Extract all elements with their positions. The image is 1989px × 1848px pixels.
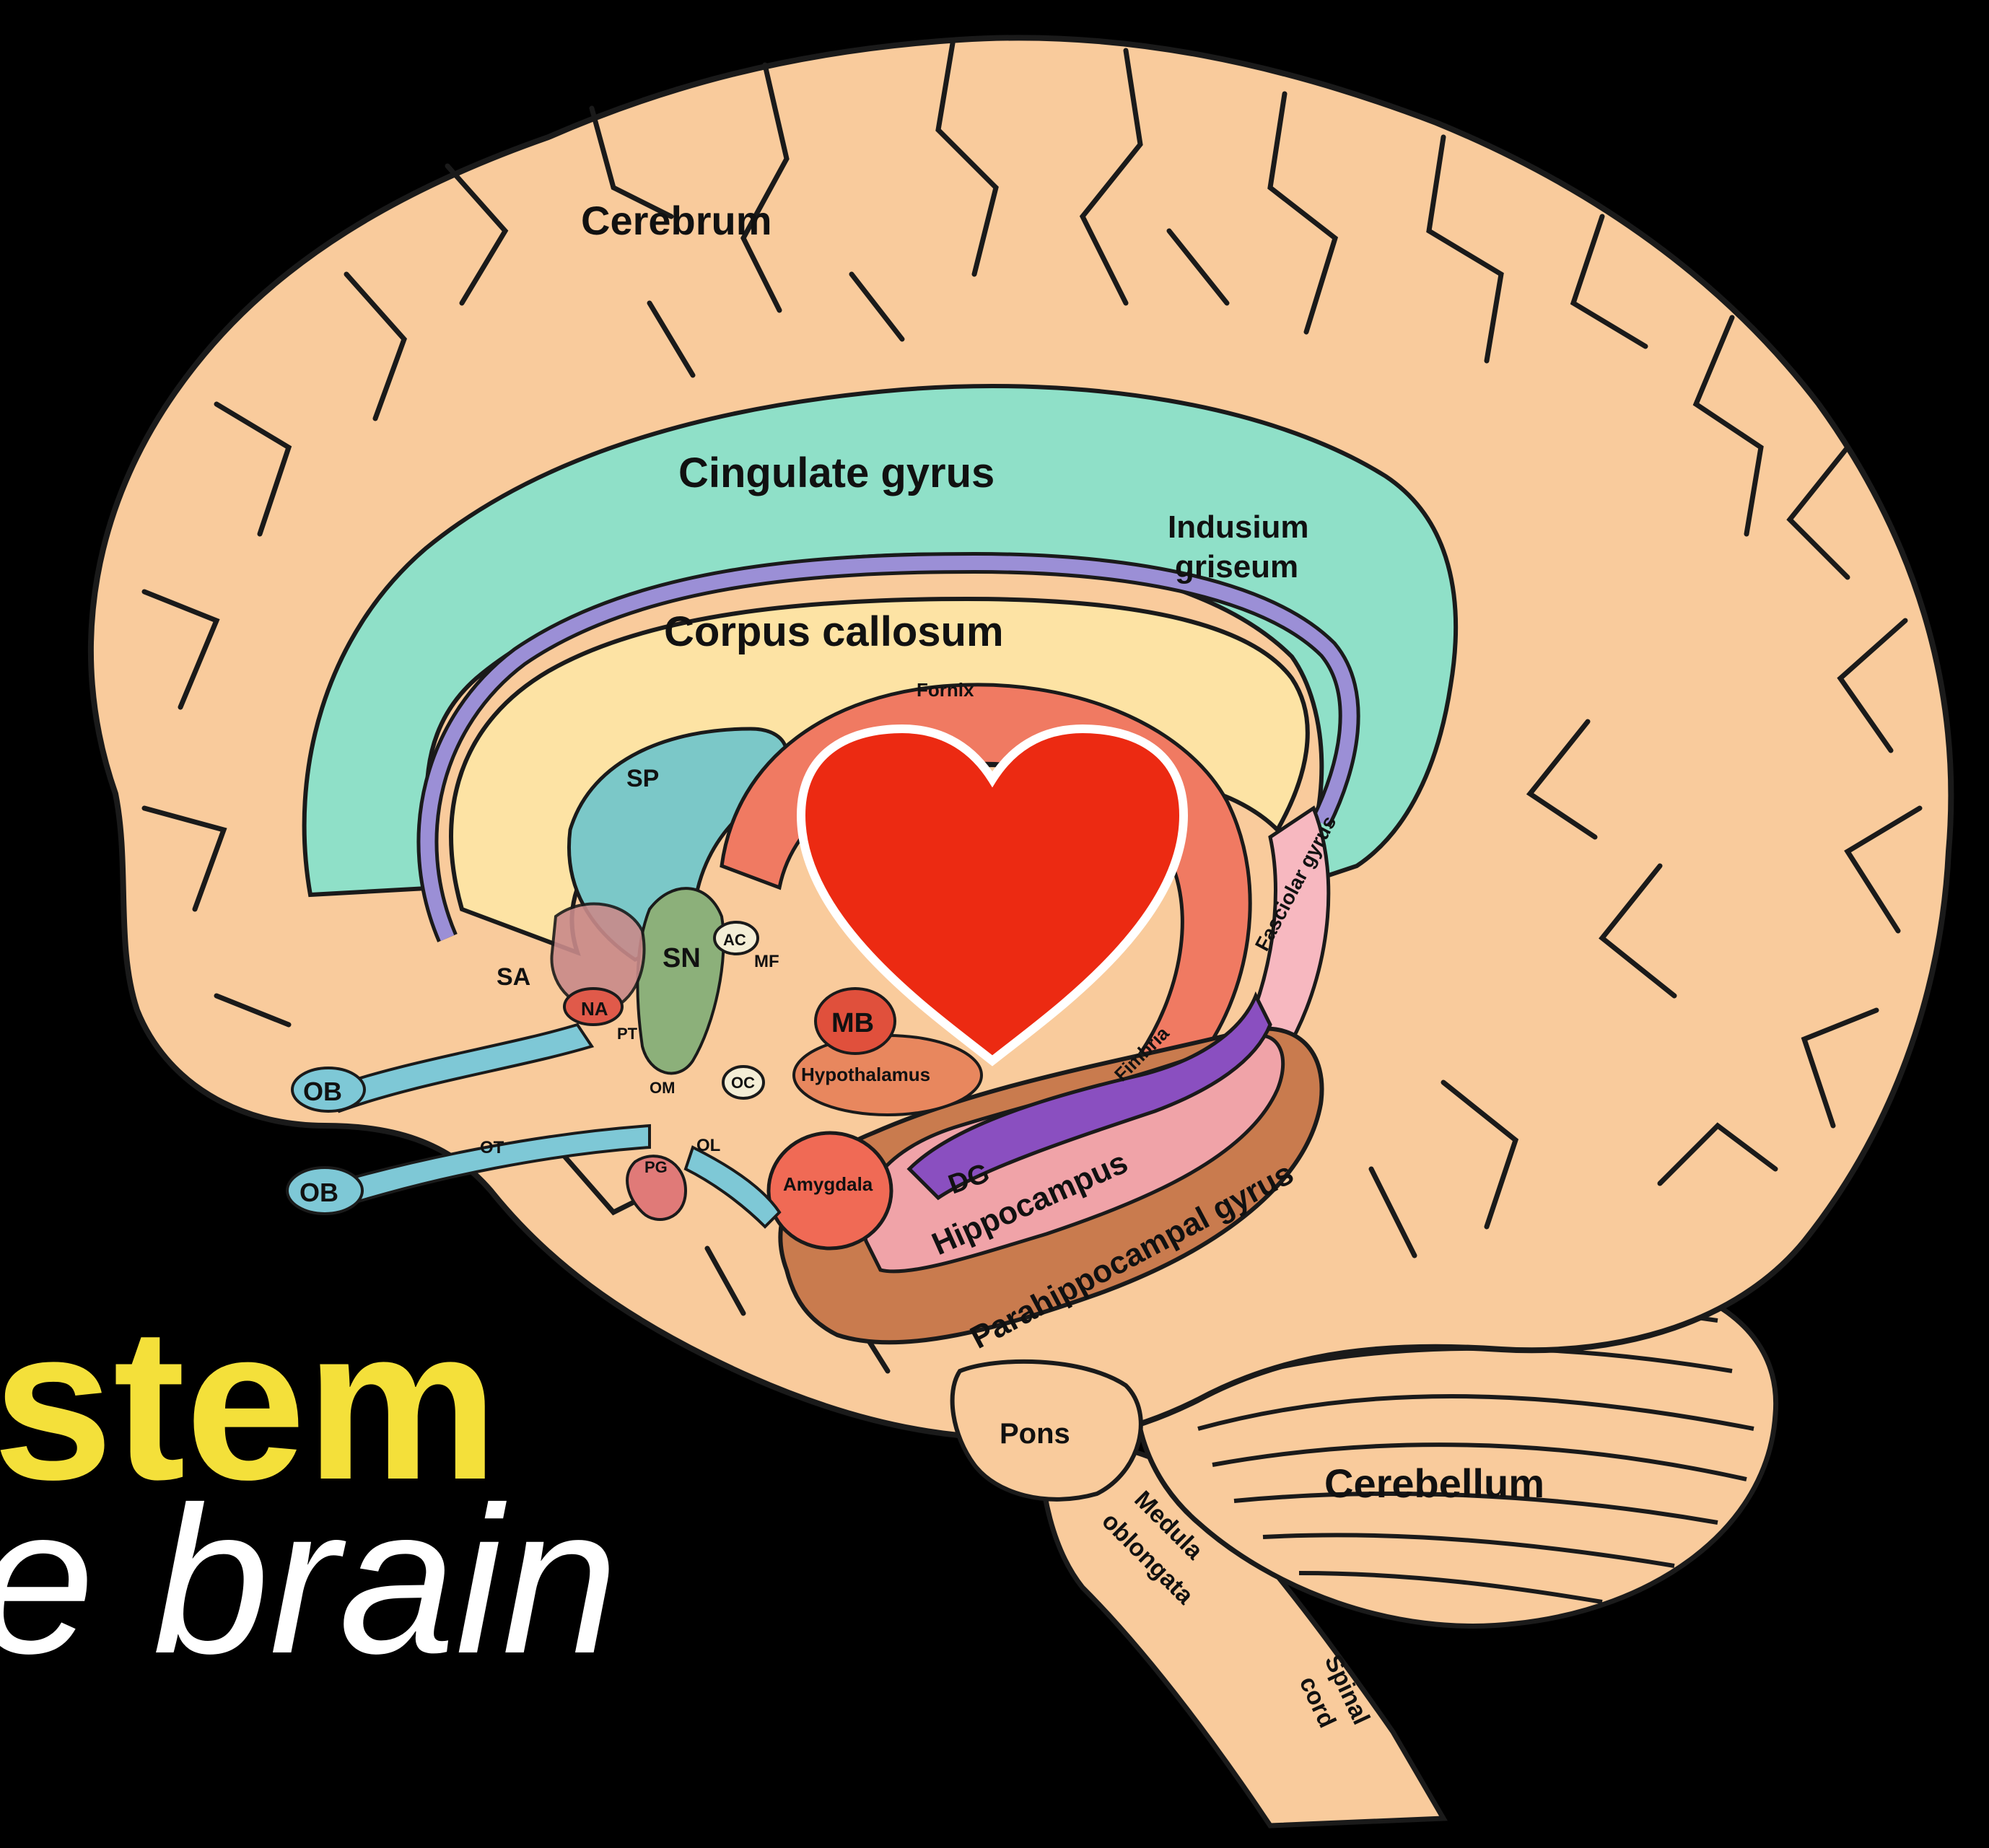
label-sp: SP <box>626 765 659 792</box>
label-indusium-1: Indusium <box>1168 509 1309 545</box>
label-ol: OL <box>696 1136 720 1155</box>
label-sn: SN <box>663 943 701 973</box>
label-hypothalamus: Hypothalamus <box>801 1064 930 1085</box>
label-fornix: Fornix <box>917 679 974 701</box>
label-mf: MF <box>754 952 779 971</box>
label-pt: PT <box>617 1025 638 1043</box>
label-cerebellum: Cerebellum <box>1324 1461 1544 1506</box>
label-indusium-2: griseum <box>1175 549 1298 584</box>
label-ob-upper: OB <box>303 1077 342 1106</box>
label-corpus-callosum: Corpus callosum <box>664 608 1004 655</box>
label-mb: MB <box>831 1008 874 1038</box>
label-sa: SA <box>497 963 530 991</box>
label-na: NA <box>581 998 608 1020</box>
label-om: OM <box>650 1079 675 1097</box>
label-cerebrum: Cerebrum <box>581 198 772 243</box>
label-amygdala: Amygdala <box>783 1173 873 1195</box>
label-ot: OT <box>480 1138 504 1157</box>
label-cingulate-gyrus: Cingulate gyrus <box>678 450 994 496</box>
label-oc: OC <box>731 1074 755 1092</box>
label-pons: Pons <box>1000 1418 1070 1450</box>
overlay-subtitle: e brain <box>0 1476 618 1685</box>
label-ob-lower: OB <box>300 1178 338 1207</box>
label-pg: PG <box>644 1158 668 1176</box>
label-ac: AC <box>723 931 746 949</box>
